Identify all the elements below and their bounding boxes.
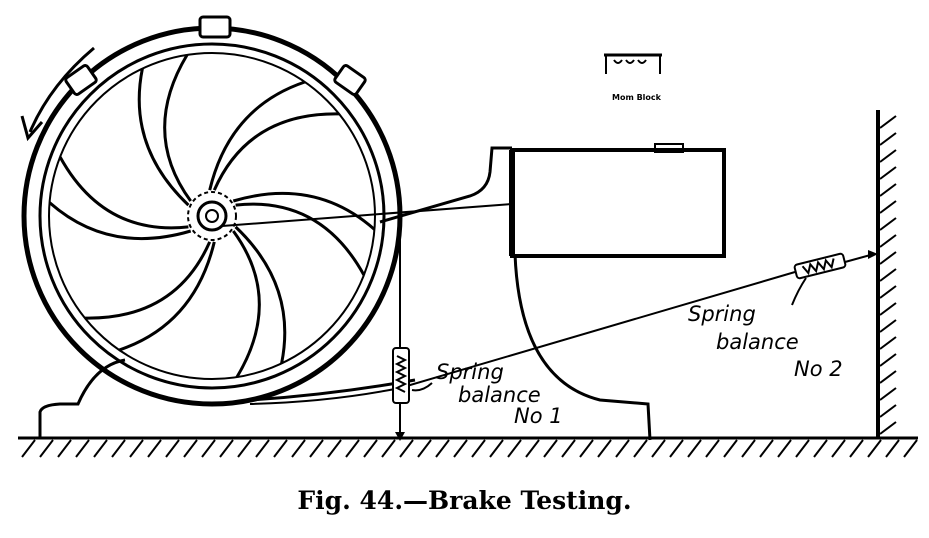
label-2-line-1: Spring bbox=[688, 302, 756, 326]
small-note-text: Mom Block bbox=[612, 93, 662, 102]
wheel-spoke bbox=[232, 230, 261, 378]
wheel-spoke bbox=[232, 191, 376, 231]
rotation-arrow-icon bbox=[20, 46, 95, 142]
wheel-spoke bbox=[84, 241, 212, 320]
wheel-spoke bbox=[48, 201, 192, 241]
label-1-line-1: Spring bbox=[436, 360, 504, 384]
label-2-line-3: No 2 bbox=[794, 357, 843, 381]
label-1-line-2: balance bbox=[458, 383, 541, 407]
wheel-spoke bbox=[58, 156, 189, 230]
engine-frame bbox=[249, 146, 652, 441]
label-1-line-3: No 1 bbox=[514, 404, 563, 428]
cylinder-block bbox=[509, 143, 726, 258]
wheel-pedestal bbox=[38, 358, 126, 438]
wheel-spoke bbox=[118, 241, 216, 352]
figure-caption: Fig. 44.—Brake Testing. bbox=[297, 486, 632, 515]
pointer-arrow-2 bbox=[791, 277, 807, 306]
wheel-spoke bbox=[163, 54, 192, 202]
wall-hook-icon bbox=[868, 250, 878, 259]
wheel-spoke bbox=[235, 202, 366, 276]
small-block bbox=[604, 53, 662, 74]
label-spring-balance-1: Spring balance No 1 bbox=[436, 360, 563, 428]
wall bbox=[876, 110, 897, 438]
label-2-line-2: balance bbox=[716, 330, 799, 354]
diagram-canvas: Mom Block Spring balance No 1 Spring bal… bbox=[18, 15, 918, 458]
connecting-rod bbox=[221, 203, 513, 227]
pointer-arrow-1 bbox=[411, 382, 433, 392]
wheel-spoke bbox=[212, 112, 340, 191]
spring-balance-1 bbox=[392, 347, 410, 441]
ground bbox=[18, 436, 918, 458]
label-spring-balance-2: Spring balance No 2 bbox=[688, 302, 843, 381]
spring-balance-2 bbox=[793, 252, 847, 280]
wheel-spoke bbox=[137, 68, 190, 207]
wheel-spoke bbox=[234, 225, 287, 364]
wheel-spoke bbox=[208, 80, 306, 191]
brake-blocks bbox=[64, 15, 367, 96]
